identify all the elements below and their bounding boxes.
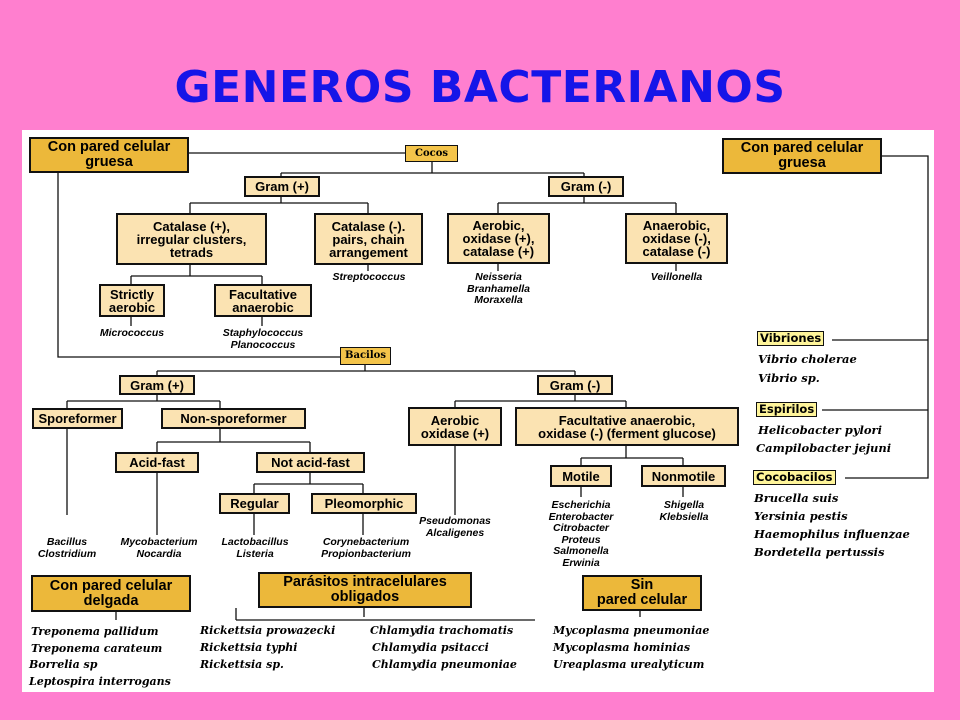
organisms-veillonella: Veillonella [650, 271, 703, 283]
non-sporeformer-node: Non-sporeformer [161, 408, 306, 429]
pleomorphic-node: Pleomorphic [311, 493, 417, 514]
strictly-aerobic-node: Strictly aerobic [99, 284, 165, 317]
species-rickettsia-sp: Rickettsia sp. [200, 658, 284, 671]
not-acid-fast-node: Not acid-fast [256, 452, 365, 473]
organisms-lactobacillus: Lactobacillus Listeria [221, 536, 289, 560]
no-wall-header: Sin pared celular [582, 575, 702, 611]
organisms-enterobacteria: Escherichia Enterobacter Citrobacter Pro… [548, 499, 614, 569]
species-rickettsia-prowazecki: Rickettsia prowazecki [200, 624, 336, 637]
thick-wall-header-left: Con pared celular gruesa [29, 137, 189, 173]
species-vibrio-cholerae: Vibrio cholerae [758, 352, 857, 366]
species-treponema-carateum: Treponema carateum [31, 642, 163, 655]
species-mycoplasma-pneumoniae: Mycoplasma pneumoniae [553, 624, 710, 637]
sporeformer-node: Sporeformer [32, 408, 123, 429]
species-brucella: Brucella suis [754, 491, 839, 505]
catalase-positive-node: Catalase (+), irregular clusters, tetrad… [116, 213, 267, 265]
species-treponema-pallidum: Treponema pallidum [31, 625, 159, 638]
species-rickettsia-typhi: Rickettsia typhi [200, 641, 298, 654]
organisms-pseudomonas: Pseudomonas Alcaligenes [419, 515, 491, 539]
organisms-streptococcus: Streptococcus [332, 271, 406, 283]
species-leptospira: Leptospira interrogans [29, 675, 171, 688]
catalase-negative-node: Catalase (-). pairs, chain arrangement [314, 213, 423, 265]
bacilos-facultative-node: Facultative anaerobic, oxidase (-) (ferm… [515, 407, 739, 446]
bacilos-gram-positive: Gram (+) [119, 375, 195, 395]
organisms-bacillus: Bacillus Clostridium [37, 536, 97, 560]
cocos-label: Cocos [405, 145, 458, 162]
species-helicobacter: Helicobacter pylori [758, 423, 882, 437]
species-chlamydia-trachomatis: Chlamydia trachomatis [370, 624, 514, 637]
bacilos-label: Bacilos [340, 347, 391, 365]
species-bordetella: Bordetella pertussis [754, 545, 885, 559]
species-yersinia: Yersinia pestis [754, 509, 848, 523]
species-campilobacter: Campilobacter jejuni [756, 441, 892, 455]
organisms-micrococcus: Micrococcus [99, 327, 165, 339]
organisms-neisseria: Neisseria Branhamella Moraxella [466, 271, 531, 306]
bacilos-gram-negative: Gram (-) [537, 375, 613, 395]
facultative-anaerobic-node: Facultative anaerobic [214, 284, 312, 317]
species-chlamydia-pneumoniae: Chlamydia pneumoniae [372, 658, 517, 671]
organisms-shigella: Shigella Klebsiella [659, 499, 709, 523]
espirilos-label: Espirilos [756, 402, 818, 417]
cocos-gram-negative: Gram (-) [548, 176, 624, 197]
thin-wall-header: Con pared celular delgada [31, 575, 191, 612]
organisms-corynebacterium: Corynebacterium Propionbacterium [321, 536, 411, 560]
species-vibrio-sp: Vibrio sp. [758, 371, 820, 385]
nonmotile-node: Nonmotile [641, 465, 726, 487]
species-ureaplasma: Ureaplasma urealyticum [553, 658, 705, 671]
organisms-staphylococcus: Staphylococcus Planococcus [222, 327, 304, 351]
species-haemophilus: Haemophilus influenzae [754, 527, 910, 541]
cocos-aerobic-node: Aerobic, oxidase (+), catalase (+) [447, 213, 550, 264]
species-chlamydia-psitacci: Chlamydia psitacci [372, 641, 489, 654]
page-title: GENEROS BACTERIANOS [174, 62, 786, 113]
species-borrelia: Borrelia sp [29, 658, 98, 671]
motile-node: Motile [550, 465, 612, 487]
cocos-gram-positive: Gram (+) [244, 176, 320, 197]
cocobacilos-label: Cocobacilos [753, 470, 836, 485]
vibriones-label: Vibriones [757, 331, 825, 346]
organisms-mycobacterium: Mycobacterium Nocardia [120, 536, 198, 560]
cocos-anaerobic-node: Anaerobic, oxidase (-), catalase (-) [625, 213, 728, 264]
acid-fast-node: Acid-fast [115, 452, 199, 473]
species-mycoplasma-hominias: Mycoplasma hominias [553, 641, 691, 654]
thick-wall-header-right: Con pared celular gruesa [722, 138, 882, 174]
bacilos-aerobic-node: Aerobic oxidase (+) [408, 407, 502, 446]
intracellular-header: Parásitos intracelulares obligados [258, 572, 472, 608]
regular-node: Regular [219, 493, 290, 514]
